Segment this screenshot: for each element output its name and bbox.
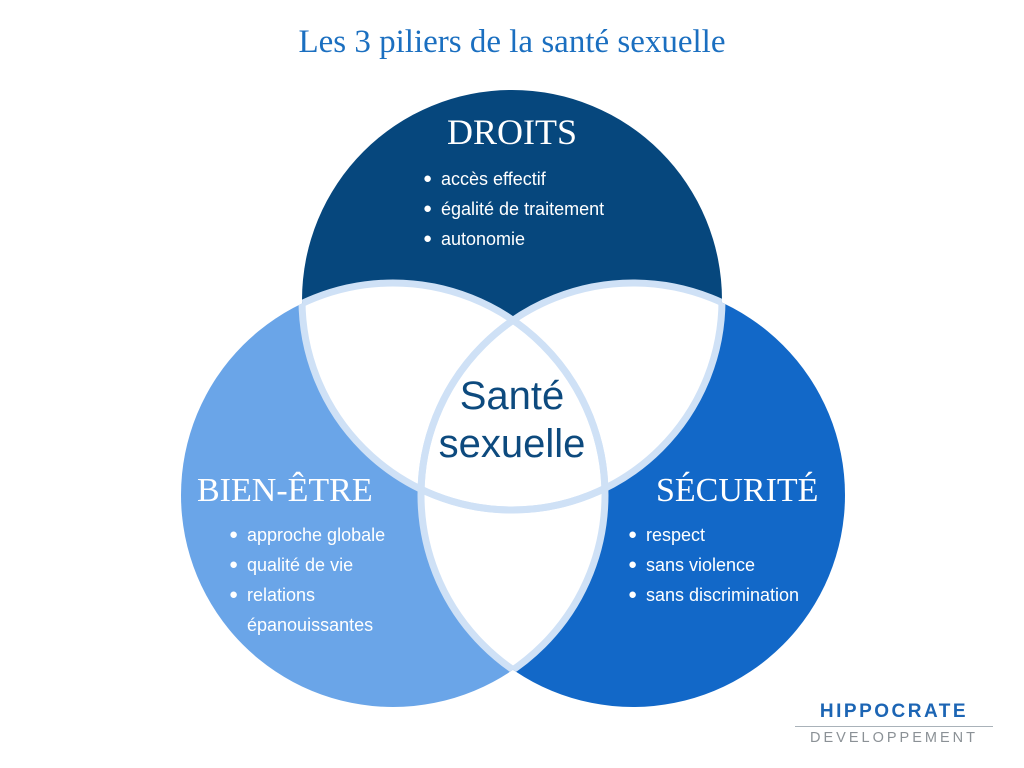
bullet-icon: ● [229, 556, 239, 573]
bullet-icon: ● [229, 526, 239, 543]
bullet-icon: ● [423, 200, 433, 217]
list-item: ● accès effectif [423, 164, 604, 194]
bullet-icon: ● [628, 526, 638, 543]
list-item: ● autonomie [423, 224, 604, 254]
arc-outlines [298, 279, 726, 707]
list-item: ● relations épanouissantes [229, 580, 414, 640]
bullet-icon: ● [628, 556, 638, 573]
list-item: ● respect [628, 520, 848, 550]
bien-etre-list: ● approche globale ● qualité de vie ● re… [229, 520, 414, 640]
logo-divider [795, 726, 993, 727]
logo-subtitle: DEVELOPPEMENT [810, 730, 978, 746]
logo: HIPPOCRATE DEVELOPPEMENT [795, 701, 993, 746]
list-item: ● qualité de vie [229, 550, 414, 580]
center-label-line2: sexuelle [438, 422, 586, 466]
securite-label: SÉCURITÉ [656, 472, 819, 509]
list-item: ● sans violence [628, 550, 848, 580]
center-label-line1: Santé [459, 374, 565, 418]
list-item: ● égalité de traitement [423, 194, 604, 224]
center-label: Santé sexuelle [0, 372, 1024, 468]
droits-label: DROITS [446, 112, 577, 152]
bullet-icon: ● [423, 170, 433, 187]
bullet-icon: ● [628, 586, 638, 603]
page-title: Les 3 piliers de la santé sexuelle [298, 24, 726, 60]
logo-name: HIPPOCRATE [819, 701, 969, 722]
bullet-icon: ● [423, 230, 433, 247]
list-item: ● approche globale [229, 520, 414, 550]
bullet-icon: ● [229, 586, 239, 603]
droits-list: ● accès effectif ● égalité de traitement… [423, 164, 604, 254]
list-item: ● sans discrimination [628, 580, 848, 610]
securite-list: ● respect ● sans violence ● sans discrim… [628, 520, 848, 610]
bien-etre-label: BIEN-ÊTRE [197, 472, 373, 509]
